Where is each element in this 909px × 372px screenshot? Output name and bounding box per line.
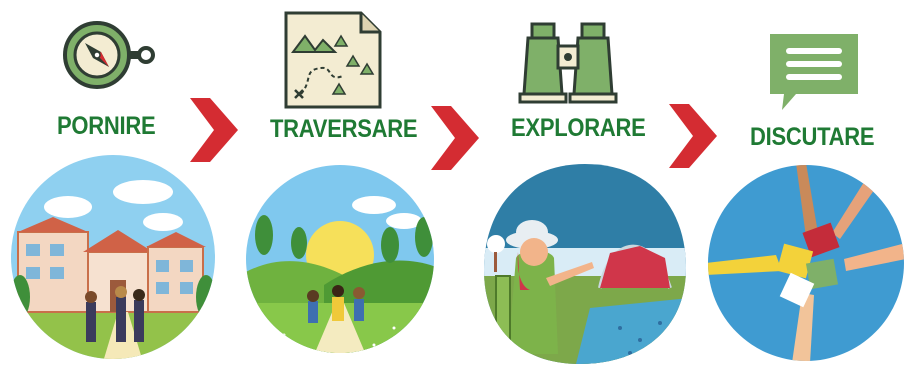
step-title-pornire: PORNIRE (57, 112, 156, 140)
arrow-right-icon (190, 98, 238, 162)
hands-puzzle-pieces-scene (708, 165, 904, 361)
compass-icon (63, 21, 155, 89)
speech-bubble-icon (770, 34, 858, 110)
step-title-explorare: EXPLORARE (511, 114, 646, 142)
arrow-right-icon (431, 106, 479, 170)
treasure-map-icon (284, 11, 382, 109)
step-title-discutare: DISCUTARE (750, 123, 875, 151)
binoculars-icon (518, 22, 618, 104)
step-title-traversare: TRAVERSARE (270, 115, 418, 143)
arrow-right-icon (669, 104, 717, 168)
school-departure-scene (11, 155, 215, 359)
children-running-meadow-scene (246, 165, 434, 353)
explorer-woman-park-scene (484, 164, 686, 364)
